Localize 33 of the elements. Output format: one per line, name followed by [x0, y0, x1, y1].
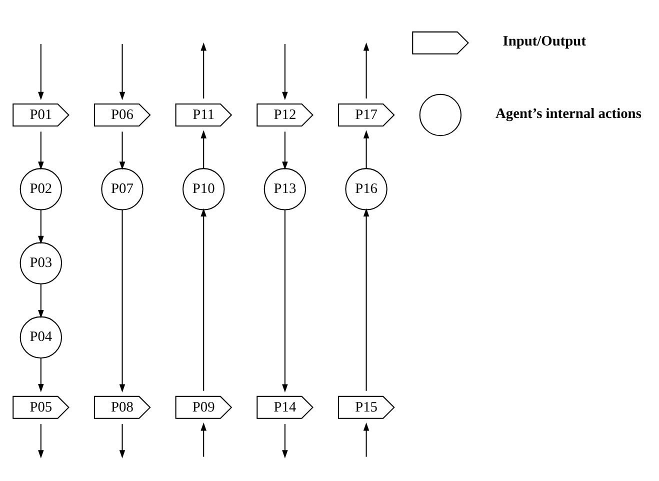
arrow — [200, 130, 206, 168]
node-circle: P10 — [182, 168, 224, 210]
arrow — [118, 209, 125, 392]
arrow — [118, 131, 125, 170]
arrow — [282, 209, 288, 392]
node-circle: P13 — [263, 168, 306, 210]
arrow — [362, 422, 369, 456]
arrow — [118, 44, 125, 100]
arrow — [38, 131, 44, 170]
node-circle: P02 — [19, 168, 62, 210]
legend-label: Input/Output — [502, 33, 586, 50]
node-circle: P07 — [100, 168, 143, 210]
arrow — [282, 424, 288, 458]
arrow — [38, 424, 44, 458]
node-circle: P03 — [19, 242, 62, 284]
arrow — [38, 358, 44, 392]
arrow — [362, 208, 369, 390]
node-circle — [418, 93, 462, 136]
arrow — [362, 130, 369, 168]
arrow — [362, 42, 369, 98]
node-circle: P16 — [344, 168, 387, 210]
node-circle: P04 — [19, 316, 62, 358]
arrow — [38, 44, 44, 100]
arrow — [200, 42, 206, 98]
arrow — [38, 209, 44, 244]
legend-label: Agent’s internal actions — [495, 105, 641, 122]
arrow — [38, 284, 44, 318]
node-box — [412, 30, 468, 54]
arrow — [282, 131, 288, 170]
arrow — [282, 44, 288, 100]
arrow — [200, 208, 206, 390]
arrow — [200, 422, 206, 456]
arrow — [118, 424, 125, 458]
